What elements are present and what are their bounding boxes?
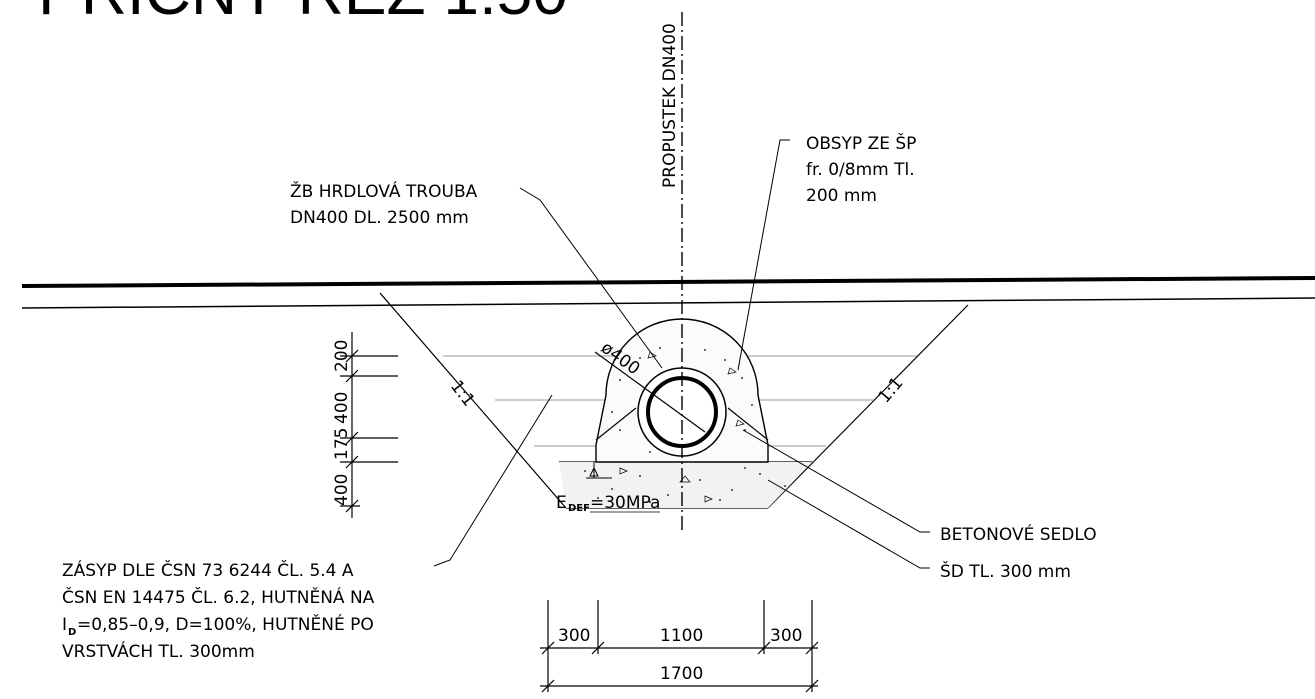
road-surface	[21, 276, 1315, 309]
hdim-middle: 1100	[660, 626, 703, 646]
sd-layer-label: ŠD TL. 300 mm	[940, 560, 1071, 582]
diameter-line	[594, 351, 706, 433]
edef-sub: DEF	[568, 503, 590, 514]
zasyp-line3-sub: D	[68, 627, 76, 638]
edef-annotation: E DEF =30MPa	[556, 462, 660, 514]
pipe-label-line1: ŽB HRDLOVÁ TROUBA	[290, 180, 478, 202]
axis-label: PROPUSTEK DN400	[660, 23, 680, 188]
zasyp-line3-symbol: I	[62, 615, 67, 635]
vertical-dimension-chain	[340, 332, 398, 518]
zasyp-line4: VRSTVÁCH TL. 300mm	[62, 640, 255, 662]
edef-main: E	[556, 493, 567, 513]
vdim-4: 400	[332, 474, 352, 506]
slope-left-label: 1:1	[446, 377, 479, 411]
saddle-top-line	[595, 407, 637, 441]
obsyp-label-line2: fr. 0/8mm Tl.	[806, 160, 915, 180]
betonove-sedlo-label: BETONOVÉ SEDLO	[940, 523, 1097, 545]
pipe-label-line2: DN400 DL. 2500 mm	[290, 208, 469, 228]
edef-value: =30MPa	[590, 493, 660, 513]
horizontal-dimension-chain	[540, 600, 819, 693]
zasyp-line2: ČSN EN 14475 ČL. 6.2, HUTNĚNÁ NA	[62, 586, 375, 608]
sd-layer	[559, 462, 812, 508]
obsyp-label-line3: 200 mm	[806, 186, 877, 206]
slope-right-label: 1:1	[875, 373, 908, 407]
drawing-title: PŘÍČNÝ ŘEZ 1:50	[38, 0, 568, 28]
hdim-right: 300	[770, 626, 802, 646]
vdim-3: 175	[332, 428, 352, 460]
vdim-2: 400	[332, 392, 352, 424]
leader-lines	[433, 139, 930, 569]
vdim-1: 200	[332, 340, 352, 372]
hdim-left: 300	[558, 626, 590, 646]
zasyp-line3: =0,85–0,9, D=100%, HUTNĚNÉ PO	[77, 613, 374, 635]
zasyp-line1: ZÁSYP DLE ČSN 73 6244 ČL. 5.4 A	[62, 559, 354, 581]
obsyp-label-line1: OBSYP ZE ŠP	[806, 132, 916, 154]
hdim-total: 1700	[660, 664, 703, 684]
